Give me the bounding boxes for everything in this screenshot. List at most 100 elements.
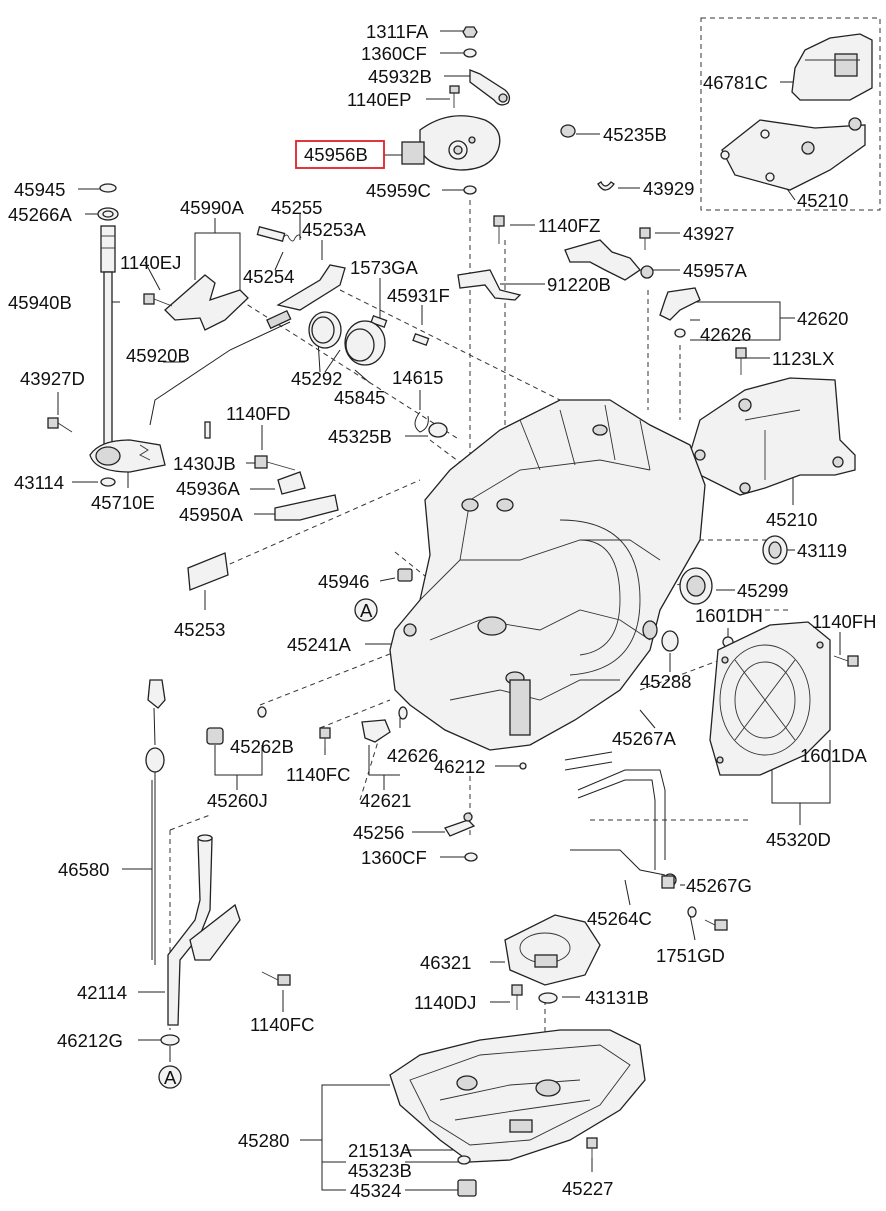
nut-1311FA bbox=[462, 26, 478, 38]
label-45325B: 45325B bbox=[328, 426, 392, 447]
label-1573GA: 1573GA bbox=[350, 257, 419, 278]
label-43114: 43114 bbox=[14, 472, 64, 493]
washer-1751GD bbox=[687, 906, 697, 918]
label-45292: 45292 bbox=[291, 368, 342, 389]
label-45932B: 45932B bbox=[368, 66, 432, 87]
bracket-45950A bbox=[274, 494, 339, 521]
clip-45936A bbox=[277, 471, 306, 495]
label-45950A: 45950A bbox=[179, 504, 243, 525]
label-45267G: 45267G bbox=[686, 875, 752, 896]
oil-pan-45280 bbox=[389, 1029, 646, 1163]
spring-45254 bbox=[282, 234, 302, 242]
filter-46321 bbox=[504, 914, 601, 986]
label-1430JB: 1430JB bbox=[173, 453, 236, 474]
label-43927: 43927 bbox=[683, 223, 734, 244]
side-cover-45320D bbox=[709, 621, 831, 776]
washer-45959C bbox=[463, 185, 477, 195]
oring-46212G bbox=[160, 1034, 180, 1046]
label-14615: 14615 bbox=[392, 367, 443, 388]
label-1140EP: 1140EP bbox=[347, 89, 411, 110]
bolt-1140FD bbox=[254, 455, 296, 471]
washer-46212 bbox=[519, 762, 527, 770]
label-45280: 45280 bbox=[238, 1130, 289, 1151]
plug-45235B bbox=[560, 124, 576, 138]
label-45235B: 45235B bbox=[603, 124, 667, 145]
bolt-1140FZ bbox=[493, 215, 505, 244]
washer-21513A bbox=[457, 1155, 471, 1165]
label-45210-mid: 45210 bbox=[766, 509, 817, 530]
pipe-assembly-45264C bbox=[564, 751, 677, 887]
clip-43929 bbox=[597, 181, 615, 191]
label-43927D: 43927D bbox=[20, 368, 85, 389]
label-45931F: 45931F bbox=[387, 285, 450, 306]
label-45320D: 45320D bbox=[766, 829, 831, 850]
marker-a-top bbox=[354, 598, 378, 622]
label-45323B: 45323B bbox=[348, 1160, 412, 1181]
bracket-45210-mid bbox=[687, 377, 856, 496]
bolt-1140EP bbox=[449, 85, 460, 108]
label-1360CF-top: 1360CF bbox=[361, 43, 427, 64]
label-1140FH: 1140FH bbox=[812, 611, 876, 632]
dipstick-46580 bbox=[145, 679, 166, 965]
bolt-1751GD bbox=[704, 919, 728, 931]
label-1140FC-bot: 1140FC bbox=[250, 1014, 314, 1035]
label-45210-top: 45210 bbox=[797, 190, 848, 211]
label-46580: 46580 bbox=[58, 859, 109, 880]
pin-45255 bbox=[256, 225, 286, 243]
label-45262B: 45262B bbox=[230, 736, 294, 757]
washer-1360CF-top bbox=[463, 48, 477, 58]
piston-45845 bbox=[344, 320, 386, 366]
label-45957A: 45957A bbox=[683, 260, 747, 281]
label-45299: 45299 bbox=[737, 580, 788, 601]
label-1140FC-mid: 1140FC bbox=[286, 764, 350, 785]
label-45956B: 45956B bbox=[304, 144, 368, 165]
seal-45945 bbox=[99, 183, 117, 193]
sensor-42621 bbox=[361, 719, 391, 743]
label-46212G: 46212G bbox=[57, 1030, 123, 1051]
seal-45325B bbox=[428, 422, 448, 438]
label-45946: 45946 bbox=[318, 571, 369, 592]
plug-45946 bbox=[397, 568, 413, 582]
bolt-43927 bbox=[639, 227, 651, 250]
rings-45292 bbox=[308, 311, 342, 349]
label-45255: 45255 bbox=[271, 197, 322, 218]
label-45920B: 45920B bbox=[126, 345, 190, 366]
bolt-1140FC-bot bbox=[261, 971, 291, 986]
label-45256: 45256 bbox=[353, 822, 404, 843]
label-45267A: 45267A bbox=[612, 728, 676, 749]
bracket-45957A bbox=[564, 239, 654, 281]
label-45241A: 45241A bbox=[287, 634, 351, 655]
bolt-45227 bbox=[586, 1137, 598, 1158]
bracket-45990A bbox=[164, 274, 249, 331]
label-45266A: 45266A bbox=[8, 204, 72, 225]
label-1360CF-bot: 1360CF bbox=[361, 847, 427, 868]
label-45945: 45945 bbox=[14, 179, 65, 200]
label-45264C: 45264C bbox=[587, 908, 652, 929]
seal-45299 bbox=[679, 567, 713, 605]
oring-42626-mid bbox=[398, 706, 408, 720]
bracket-45210-inset bbox=[720, 117, 866, 191]
bolt-1140DJ bbox=[511, 984, 523, 1010]
label-43119: 43119 bbox=[797, 540, 847, 561]
pin-45931F bbox=[412, 332, 430, 346]
plug-45260J bbox=[206, 727, 224, 745]
label-43929: 43929 bbox=[643, 178, 694, 199]
label-45959C: 45959C bbox=[366, 180, 431, 201]
label-1140EJ: 1140EJ bbox=[120, 252, 181, 273]
label-1123LX: 1123LX bbox=[772, 348, 834, 369]
bolt-1123LX bbox=[735, 347, 747, 375]
label-1140FD: 1140FD bbox=[226, 403, 290, 424]
washer-43114 bbox=[100, 477, 116, 487]
label-42626-top: 42626 bbox=[700, 324, 751, 345]
label-45253: 45253 bbox=[174, 619, 225, 640]
snapring-14615 bbox=[414, 411, 429, 433]
label-46321: 46321 bbox=[420, 952, 471, 973]
highlight-box-45956B bbox=[295, 140, 385, 169]
marker-a-top-letter: A bbox=[360, 600, 373, 621]
transmission-case-45241A bbox=[389, 399, 706, 751]
plug-45262B bbox=[257, 706, 267, 718]
inset-dashed-box bbox=[700, 17, 881, 211]
label-1601DA: 1601DA bbox=[800, 745, 868, 766]
sensor-42620 bbox=[659, 287, 701, 321]
